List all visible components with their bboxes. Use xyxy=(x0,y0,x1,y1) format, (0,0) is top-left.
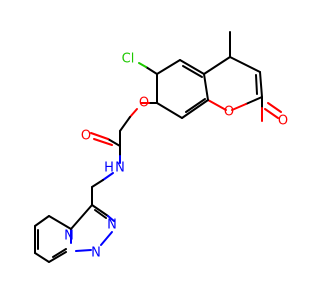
triazole-inner-bond xyxy=(94,209,107,219)
amide-carbonyl-bond xyxy=(93,138,113,146)
ring-oxygen-bond xyxy=(231,103,247,111)
pyridine-bond xyxy=(48,215,72,230)
amide-oxygen-label: O xyxy=(81,129,91,144)
lactone-carbonyl-bond xyxy=(264,108,279,119)
pyridine-nitrogen-label: N xyxy=(64,229,74,244)
coumarin-bond xyxy=(229,56,261,73)
ether-oxygen-label: O xyxy=(139,96,149,111)
chlorine-bond xyxy=(145,66,158,75)
coumarin-inner-bond xyxy=(182,65,203,78)
chlorine-bond xyxy=(138,62,147,68)
ether-carbon-bond xyxy=(119,116,131,132)
coumarin-bond xyxy=(179,59,205,75)
coumarin-bond xyxy=(181,99,209,119)
chlorine-label: Cl xyxy=(122,52,135,67)
coumarin-inner-bond xyxy=(255,74,258,95)
triazole-nitrogen-bond xyxy=(107,215,115,222)
triazole-nitrogen-bond xyxy=(75,249,92,252)
triazole-bond xyxy=(70,204,93,230)
pyridine-inner-bond xyxy=(52,248,67,258)
amide-nitrogen-label: N xyxy=(115,161,125,176)
amide-carbonyl-carbon-bond xyxy=(107,138,121,147)
pyridine-bond xyxy=(48,251,67,263)
triazole-nitrogen-bond xyxy=(100,231,113,246)
coumarin-inner-bond xyxy=(185,98,206,113)
ring-oxygen-label: O xyxy=(224,105,234,120)
lactone-oxygen-label: O xyxy=(278,114,288,129)
methylene-bond xyxy=(91,179,104,188)
ring-oxygen-bond xyxy=(207,99,227,111)
coumarin-bond xyxy=(259,71,263,98)
ether-oxygen-bond xyxy=(129,108,138,118)
pyridine-bond xyxy=(34,252,50,263)
coumarin-bond xyxy=(156,59,181,75)
coumarin-bond xyxy=(156,102,183,119)
pyridine-bond xyxy=(34,215,50,227)
structure-diagram: Cl O O O O N H N N N xyxy=(34,31,289,263)
triazole-bond xyxy=(91,204,109,217)
amide-carbonyl-bond xyxy=(90,132,109,140)
bond-layer xyxy=(34,31,282,263)
triazole-nitrogen-label-2: N xyxy=(91,246,101,261)
lactone-carbonyl-bond xyxy=(267,102,282,113)
nitrogen-methylene-bond xyxy=(102,172,114,181)
triazole-nitrogen-label-1: N xyxy=(107,218,117,233)
molecule-structure: Cl O O O O N H N N N xyxy=(34,31,288,263)
amide-hydrogen-label: H xyxy=(104,161,114,176)
coumarin-bond xyxy=(203,73,209,101)
atom-labels: Cl O O O O N H N N N xyxy=(64,52,288,261)
coumarin-bond xyxy=(203,56,231,75)
coumarin-bond xyxy=(245,96,263,105)
